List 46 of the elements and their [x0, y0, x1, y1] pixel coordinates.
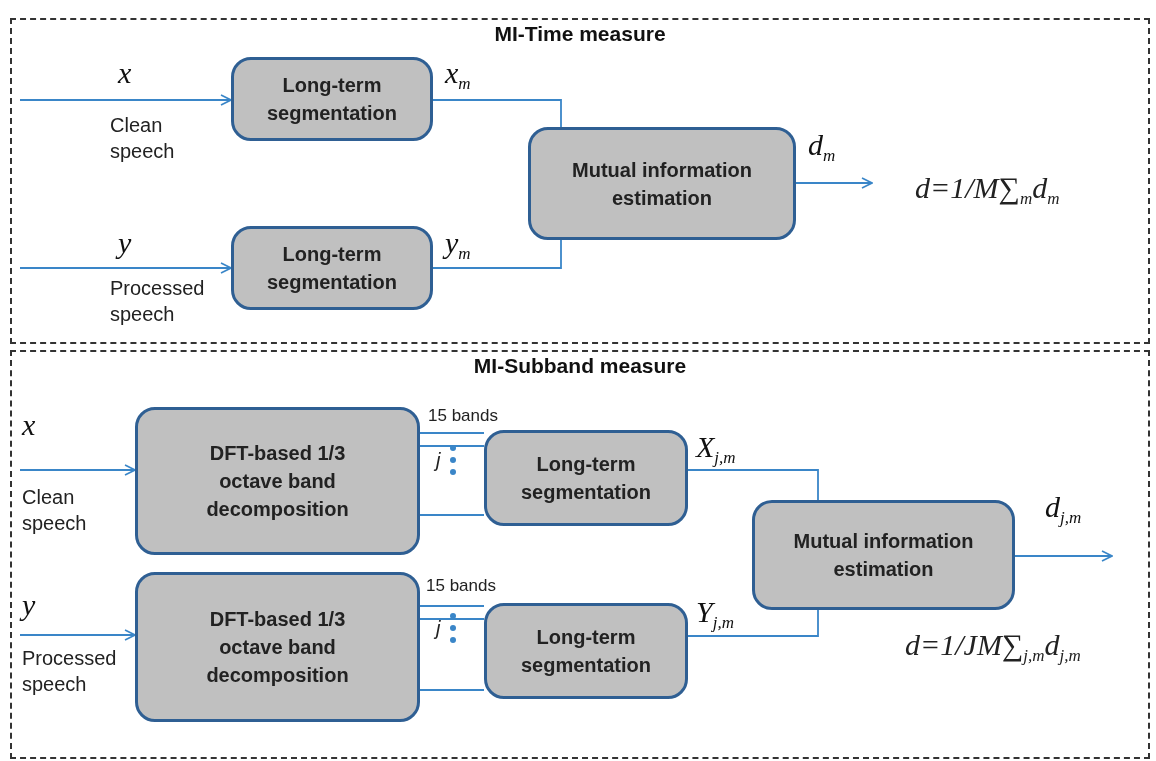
box-label: DFT-based 1/3 octave band decomposition: [205, 441, 350, 522]
text-label: Clean speech: [22, 485, 88, 536]
connector-line: [432, 99, 562, 128]
text-label: j: [436, 616, 441, 641]
process-box: [484, 603, 688, 699]
panel-title: MI-Time measure: [493, 22, 667, 46]
connector-line: [419, 618, 485, 620]
text-label: Processed speech: [22, 646, 118, 697]
connector-line: [687, 609, 819, 637]
text-label: Clean speech: [110, 113, 176, 164]
process-box: [752, 500, 1015, 610]
box-label: Mutual information estimation: [792, 529, 975, 582]
text-label: 15 bands: [426, 575, 496, 597]
box-label: Long-term segmentation: [520, 452, 652, 505]
panel-title: MI-Subband measure: [472, 354, 688, 378]
text-label: j: [436, 448, 441, 473]
arrow: [19, 94, 232, 106]
connector-line: [419, 514, 485, 516]
text-label: 15 bands: [428, 405, 498, 427]
process-box: [231, 226, 433, 310]
connector-line: [419, 445, 485, 447]
connector-line: [419, 605, 485, 607]
box-label: DFT-based 1/3 octave band decomposition: [205, 607, 350, 688]
box-label: Long-term segmentation: [266, 73, 398, 126]
connector-line: [687, 469, 819, 501]
process-box: [135, 407, 420, 555]
box-label: Long-term segmentation: [266, 242, 398, 295]
arrow: [19, 464, 136, 476]
arrow: [19, 262, 232, 274]
process-box: [484, 430, 688, 526]
formula: d=1/JM∑$_{j,m}$d$_{j,m}$: [905, 627, 1081, 667]
connector-line: [432, 239, 562, 269]
connector-line: [419, 432, 485, 434]
dashed-panel: [10, 350, 1150, 759]
arrow: [19, 629, 136, 641]
process-box: [231, 57, 433, 141]
dashed-panel: [10, 18, 1150, 344]
connector-line: [419, 689, 485, 691]
formula: d=1/M∑$_{m}$d$_{m}$: [915, 170, 1060, 210]
process-box: [135, 572, 420, 722]
process-box: [528, 127, 796, 240]
arrow: [795, 177, 873, 189]
text-label: Processed speech: [110, 276, 206, 327]
box-label: Long-term segmentation: [520, 625, 652, 678]
arrow: [1014, 550, 1113, 562]
box-label: Mutual information estimation: [571, 157, 753, 211]
